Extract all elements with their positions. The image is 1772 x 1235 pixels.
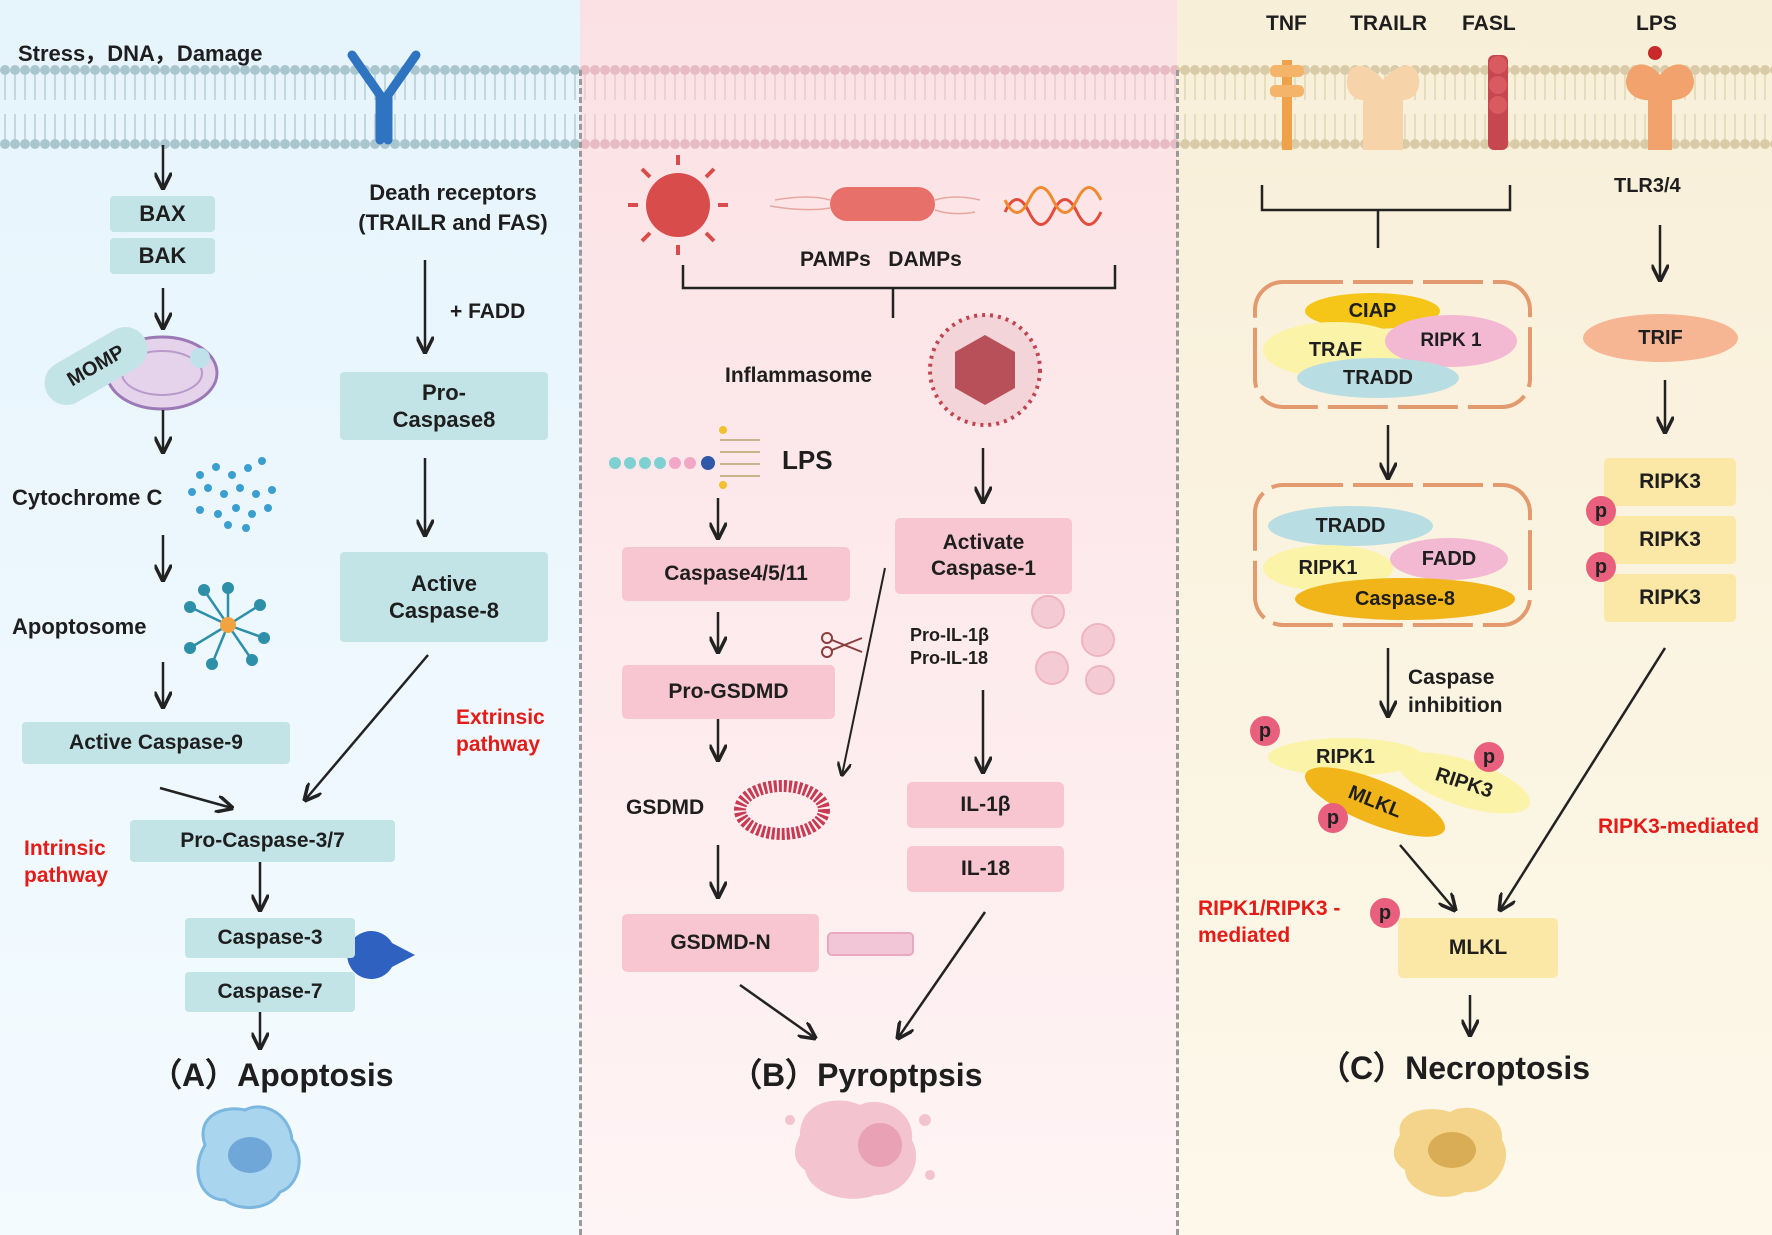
tnf-label: TNF xyxy=(1266,12,1307,35)
pamps-damps-label: PAMPs DAMPs xyxy=(800,248,962,271)
phospho-dot: p xyxy=(1586,552,1616,582)
fasl-receptor-icon xyxy=(1488,55,1508,150)
cytochrome-c-label: Cytochrome C xyxy=(12,485,163,510)
bacterium-icon xyxy=(769,187,981,221)
intrinsic-pathway-label: Intrinsic pathway xyxy=(24,837,109,888)
lps-molecule-icon xyxy=(609,426,760,489)
phospho-dot: p xyxy=(1318,803,1348,833)
pro-caspase-8-box: Pro-Caspase8 xyxy=(340,372,548,440)
divider-b-c xyxy=(1176,70,1179,1235)
complex-i-outline xyxy=(1253,280,1532,409)
ripk3-box-2: RIPK3 xyxy=(1604,516,1736,564)
ripk3-box-3: RIPK3 xyxy=(1604,574,1736,622)
fadd-oval: FADD xyxy=(1390,538,1508,580)
fadd-label: + FADD xyxy=(450,300,526,323)
apoptosome-label: Apoptosome xyxy=(12,614,147,639)
caspase-pacman-icon xyxy=(347,931,415,979)
virus-icon xyxy=(628,155,728,255)
apoptosis-title: （A）Apoptosis xyxy=(150,1057,394,1093)
activate-caspase-1-box: Activate Caspase-1 xyxy=(895,518,1072,594)
necroptotic-cell-icon xyxy=(1393,1107,1507,1197)
gsdmd-pore-icon xyxy=(734,780,830,840)
ripk3-box-1: RIPK3 xyxy=(1604,458,1736,506)
caspase-8-oval: Caspase-8 xyxy=(1295,578,1515,620)
complex-ii-outline xyxy=(1253,483,1532,627)
trif-oval: TRIF xyxy=(1583,314,1738,362)
pyroptosis-title: （B）Pyroptpsis xyxy=(730,1057,983,1093)
cytochrome-c-icon xyxy=(188,457,276,532)
inflammasome-icon xyxy=(928,313,1042,427)
tradd-oval: TRADD xyxy=(1297,358,1459,398)
extrinsic-pathway-label: Extrinsic pathway xyxy=(456,706,545,757)
mlkl-box: MLKL xyxy=(1398,918,1558,978)
inflammasome-label: Inflammasome xyxy=(725,364,873,387)
scissors-icon xyxy=(821,632,863,658)
caspase-7-box: Caspase-7 xyxy=(185,972,355,1012)
tnf-receptor-icon xyxy=(1270,60,1304,150)
caspase-4-5-11-box: Caspase4/5/11 xyxy=(622,547,850,601)
phospho-dot: p xyxy=(1370,898,1400,928)
il-18-box: IL-18 xyxy=(907,846,1064,892)
caspase-inhibition-label: Caspase inhibition xyxy=(1408,666,1503,718)
il-1b-box: IL-1β xyxy=(907,782,1064,828)
lps-label-b: LPS xyxy=(782,445,833,475)
caspase-3-box: Caspase-3 xyxy=(185,918,355,958)
tradd-oval-2: TRADD xyxy=(1268,506,1433,546)
pro-gsdmd-box: Pro-GSDMD xyxy=(622,665,835,719)
pro-caspase-3-7-box: Pro-Caspase-3/7 xyxy=(130,820,395,862)
active-caspase-9-box: Active Caspase-9 xyxy=(22,722,290,764)
ripk1-ripk3-mediated-label: RIPK1/RIPK3 -mediated xyxy=(1198,897,1341,948)
ripk3-mediated-label: RIPK3-mediated xyxy=(1598,815,1760,838)
death-receptors-label: Death receptors (TRAILR and FAS) xyxy=(358,180,548,235)
tlr-3-4-label: TLR3/4 xyxy=(1614,175,1681,197)
bak-box: BAK xyxy=(110,238,215,274)
pro-il-18-label: Pro-IL-18 xyxy=(910,648,989,668)
trailr-label: TRAILR xyxy=(1350,12,1427,35)
stress-dna-damage-label: Stress，DNA，Damage xyxy=(18,41,263,66)
active-caspase-8-box: Active Caspase-8 xyxy=(340,552,548,642)
granule-icon xyxy=(1031,595,1115,695)
pro-il-1b-label: Pro-IL-1β xyxy=(910,625,989,645)
phospho-dot: p xyxy=(1474,742,1504,772)
phospho-dot: p xyxy=(1250,716,1280,746)
phospho-dot: p xyxy=(1586,496,1616,526)
pyroptotic-cell-icon xyxy=(785,1100,935,1199)
gsdmd-n-membrane-icon xyxy=(827,932,914,956)
bax-box: BAX xyxy=(110,196,215,232)
death-receptor-icon xyxy=(347,50,421,145)
divider-a-b xyxy=(579,70,582,1235)
gsdmd-label: GSDMD xyxy=(626,796,705,819)
gsdmd-n-box: GSDMD-N xyxy=(622,914,819,972)
tlr-receptor-icon xyxy=(1626,46,1694,150)
fasl-label: FASL xyxy=(1462,12,1516,35)
trailr-receptor-icon xyxy=(1346,65,1420,150)
dna-icon xyxy=(1003,186,1103,226)
necroptosis-title: （C）Necroptosis xyxy=(1318,1050,1591,1086)
lps-label-c: LPS xyxy=(1636,12,1677,35)
